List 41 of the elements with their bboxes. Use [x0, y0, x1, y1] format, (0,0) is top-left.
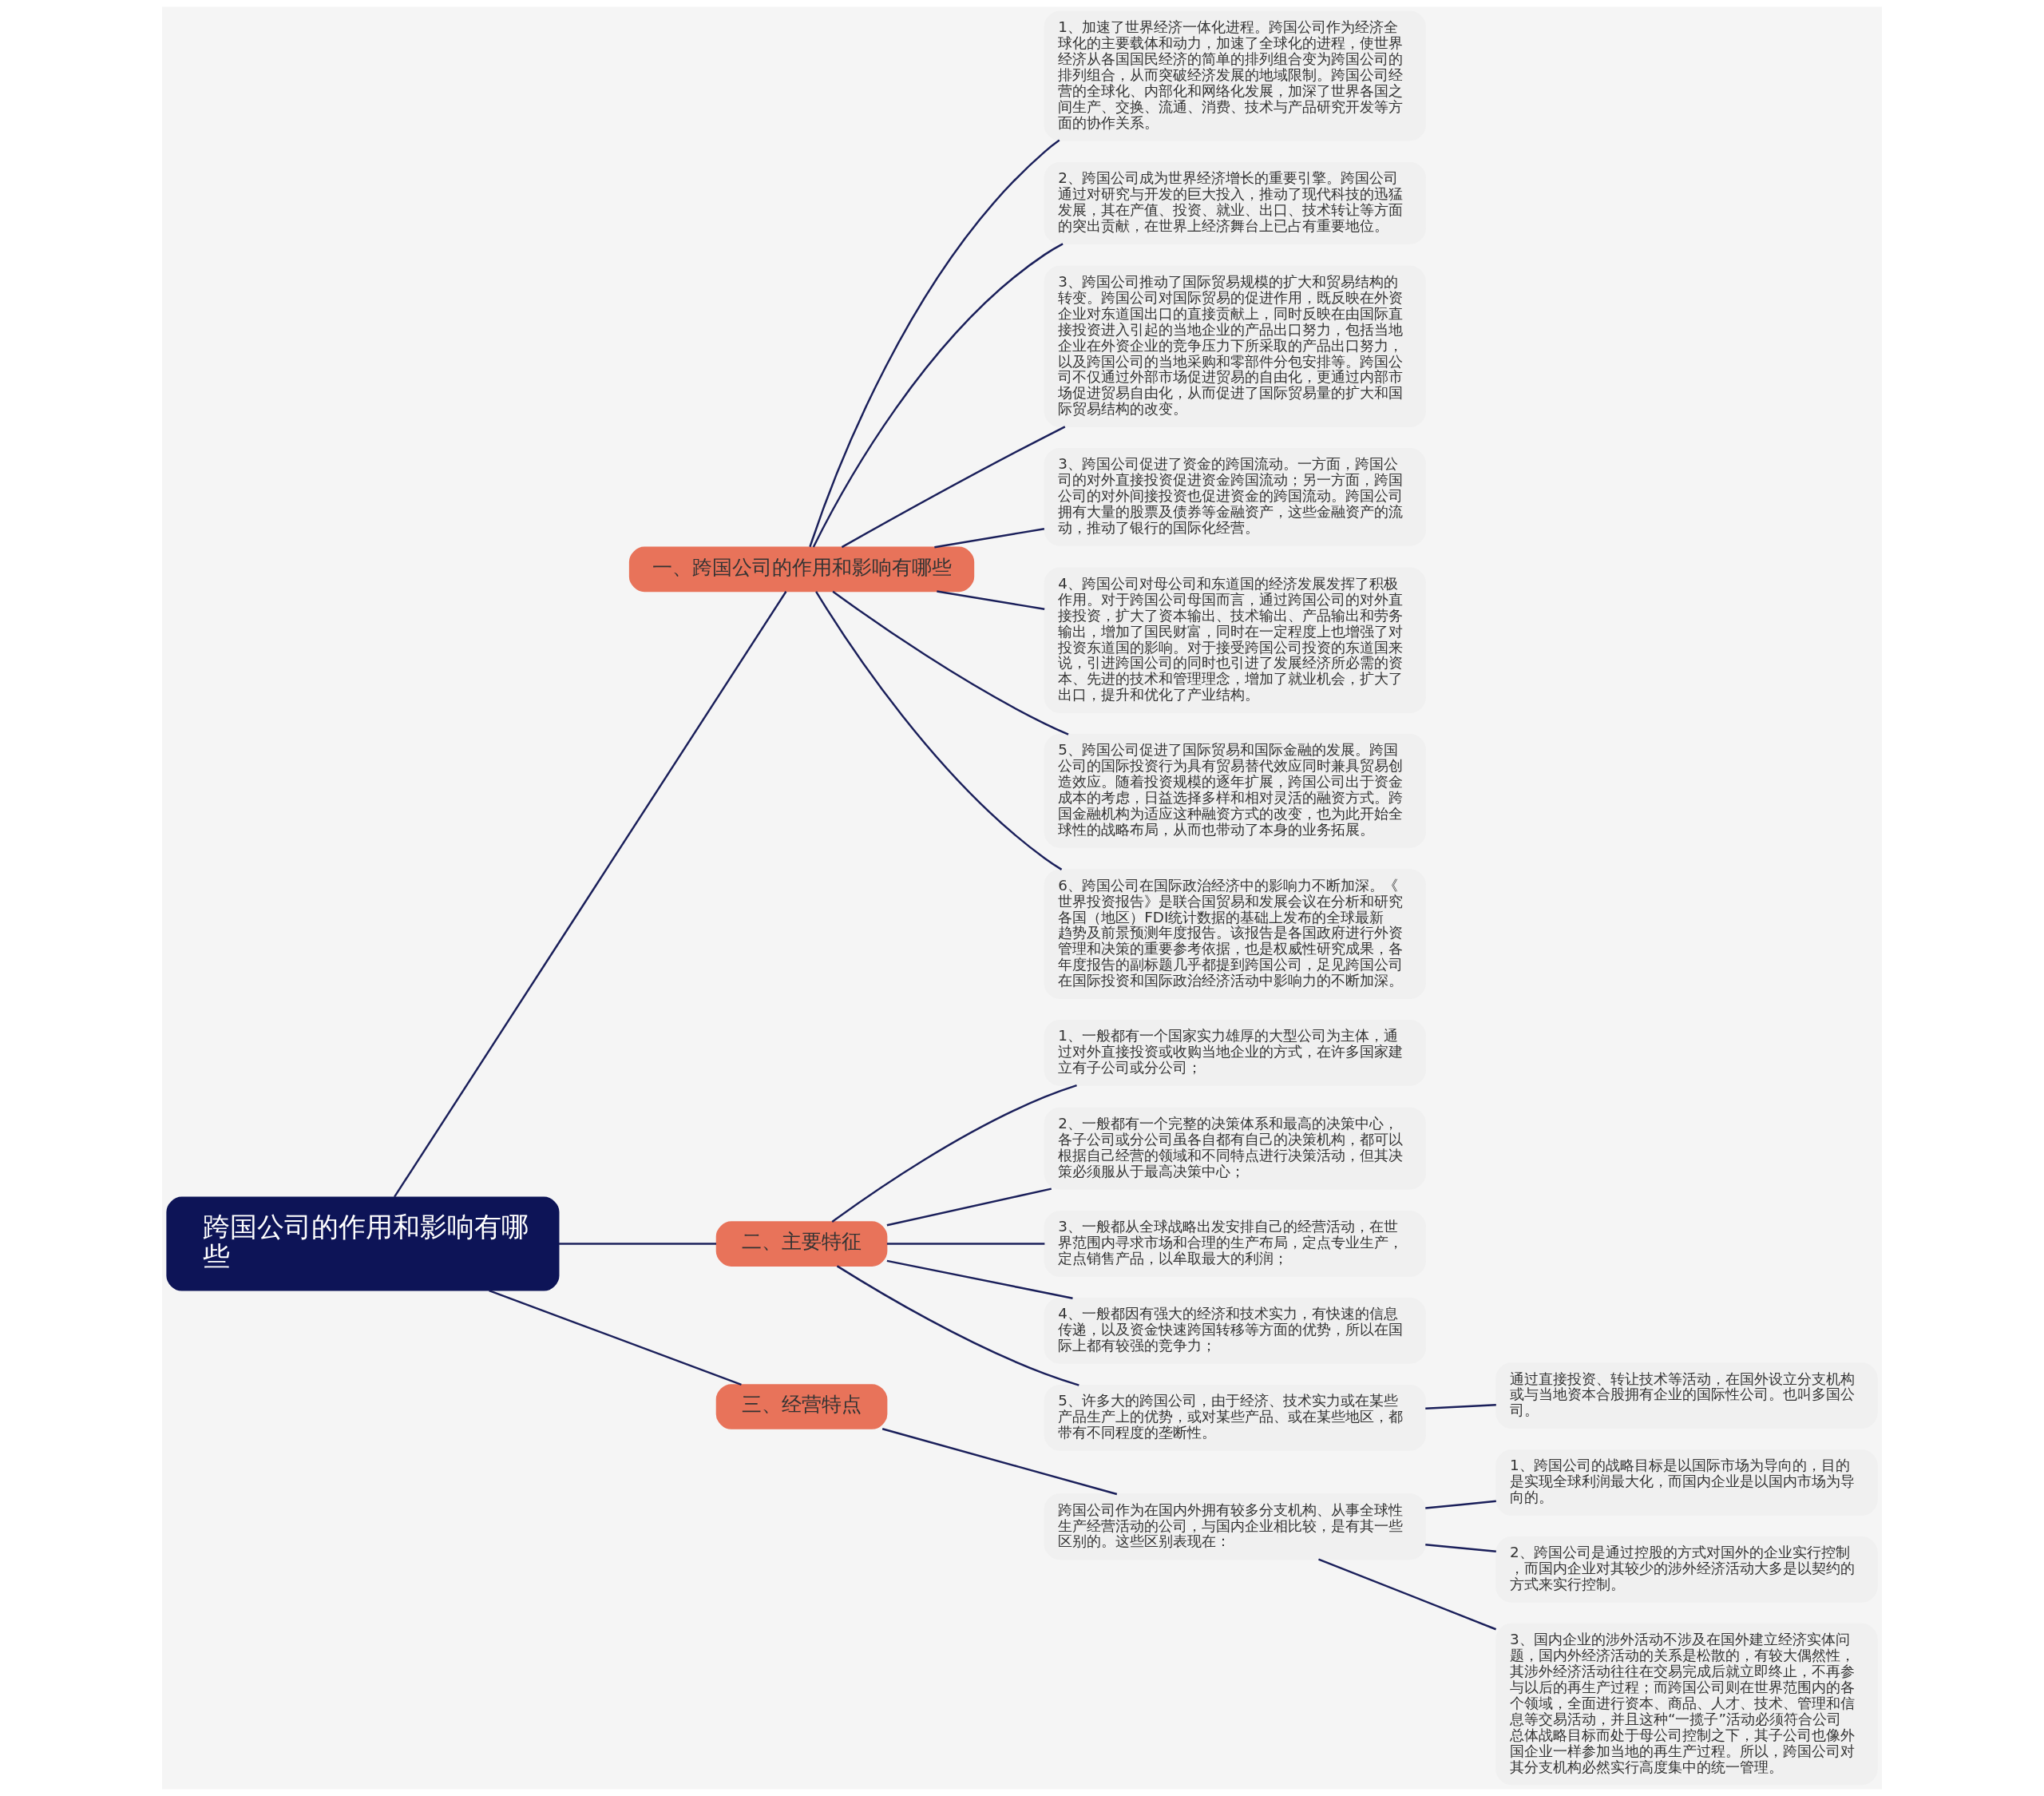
node-text: 6、跨国公司在国际政治经济中的影响力不断加深。《世界投资报告》是联合国贸易和发展会议在分析和研究各国（地区）FDI统计数据的基础上发布的全球最新趋势及前景预测年度报告。该报告是各国政府进行外资管理和决策的重要参考依据，也是权威性研究成果，各年度报告的副标题几乎都提到跨国公司，足见跨国公司在国际投资和国际政治经济活动中影响力的不断加深。	[1058, 876, 1404, 989]
connector	[809, 139, 1060, 548]
node-text: 3、国内企业的涉外活动不涉及在国外建立经济实体问题，国内外经济活动的关系是松散的，有较大偶然性，其涉外经济活动往往在交易完成后就立即终止，不再参与以后的再生产过程；而跨国公司则在世界范围内的各个领域，全面进行资本、商品、人才、技术、管理和信息等交易活动，并且这种“一揽子”活动必须符合公司总体战略目标而处于母公司控制之下，其子公司也像外国企业一样参加当地的再生产过程。所以，跨国公司对其分支机构必然实行高度集中的统一管理。	[1509, 1631, 1855, 1775]
connector	[489, 1289, 742, 1386]
connector	[815, 591, 1063, 870]
node-text: 5、跨国公司促进了国际贸易和国际金融的发展。跨国公司的国际投资行为具有贸易替代效应同时兼具贸易创造效应。随着投资规模的逐年扩展，跨国公司出于资金成本的考虑，日益选择多样和相对灵活的融资方式。跨国金融机构为适应这种融资方式的改变，也为此开始全球性的战略布局，从而也带动了本身的业务拓展。	[1058, 741, 1404, 838]
node-text: 通过直接投资、转让技术等活动，在国外设立分支机构或与当地资本合股拥有企业的国际性公司。也叫多国公司。	[1509, 1370, 1855, 1419]
connector	[1425, 1404, 1496, 1409]
connector	[559, 1243, 716, 1245]
connector	[881, 1428, 1118, 1496]
node-text: 跨国公司作为在国内外拥有较多分支机构、从事全球性生产经营活动的公司，与国内企业相比较，是有其一些区别的。这些区别表现在：	[1058, 1501, 1404, 1550]
connector	[841, 426, 1066, 549]
node-text: 3、跨国公司推动了国际贸易规模的扩大和贸易结构的转变。跨国公司对国际贸易的促进作用，既反映在外资企业对东道国出口的直接贡献上，同时反映在由国际直接投资进入引起的当地企业的产品出口努力，包括当地企业在外资企业的竞争压力下所采取的产品出口努力，以及跨国公司的当地采购和零部件分包安排等。跨国公司不仅通过外部市场促进贸易的自由化，更通过内部市场促进贸易自由化，从而促进了国际贸易量的扩大和国际贸易结构的改变。	[1058, 272, 1404, 418]
node-text: 5、许多大的跨国公司，由于经济、技术实力或在某些产品生产上的优势，或对某些产品、或在某些地区，都带有不同程度的垄断性。	[1058, 1392, 1404, 1441]
connector	[832, 590, 1069, 735]
node-text: 1、一般都有一个国家实力雄厚的大型公司为主体，通过对外直接投资或收购当地企业的方式，在许多国家建立有子公司或分公司；	[1058, 1027, 1404, 1076]
connector	[1425, 1500, 1496, 1509]
node-text: 4、跨国公司对母公司和东道国的经济发展发挥了积极作用。对于跨国公司母国而言，通过跨国公司的对外直接投资，扩大了资本输出、技术输出、产品输出和劳务输出，增加了国民财富，同时在一定程度上也增强了对投资东道国的影响。对于接受跨国公司投资的东道国来说，引进跨国公司的同时也引进了发展经济所必需的资本、先进的技术和管理理念，增加了就业机会，扩大了出口，提升和优化了产业结构。	[1058, 574, 1404, 704]
node-text: 1、加速了世界经济一体化进程。跨国公司作为经济全球化的主要载体和动力，加速了全球化的进程，使世界经济从各国国民经济的简单的排列组合变为跨国公司的排列组合，从而突破经济发展的地域限制。跨国公司经营的全球化、内部化和网络化发展，加深了世界各国之间生产、交换、流通、消费、技术与产品研究开发等方面的协作关系。	[1058, 18, 1404, 131]
connector	[812, 243, 1064, 548]
connector	[937, 590, 1045, 610]
node-box: 二、主要特征	[715, 1221, 888, 1267]
node-box: 一、跨国公司的作用和影响有哪些	[628, 546, 975, 593]
connector	[1425, 1544, 1496, 1552]
node-text: 3、一般都从全球战略出发安排自己的经营活动，在世界范围内寻求市场和合理的生产布局，定点专业生产，定点销售产品，以牟取最大的利润；	[1058, 1218, 1404, 1267]
node-text: 2、跨国公司成为世界经济增长的重要引擎。跨国公司通过对研究与开发的巨大投入，推动了现代科技的迅猛发展，其在产值、投资、就业、出口、技术转让等方面的突出贡献，在世界上经济舞台上已占有重要地位。	[1058, 169, 1404, 235]
node-text: 3、跨国公司促进了资金的跨国流动。一方面，跨国公司的对外直接投资促进资金跨国流动；另一方面，跨国公司的对外间接投资也促进资金的跨国流动。跨国公司拥有大量的股票及债券等金融资产，这些金融资产的流动，推动了银行的国际化经营。	[1058, 455, 1404, 537]
node-box: 三、经营特点	[715, 1384, 888, 1429]
connector	[1318, 1558, 1497, 1631]
node-box: 跨国公司的作用和影响有哪些	[166, 1196, 560, 1291]
node-text: 2、一般都有一个完整的决策体系和最高的决策中心，各子公司或分公司虽各自都有自己的决策机构，都可以根据自己经营的领域和不同特点进行决策活动，但其决策必须服从于最高决策中心；	[1058, 1114, 1404, 1179]
connector	[393, 591, 787, 1198]
node-text: 4、一般都因有强大的经济和技术实力，有快速的信息传递，以及资金快速跨国转移等方面的优势，所以在国际上都有较强的竞争力；	[1058, 1305, 1404, 1354]
connector	[836, 1265, 1079, 1386]
connector	[934, 528, 1045, 549]
node-text: 1、跨国公司的战略目标是以国际市场为导向的，目的是实现全球利润最大化，而国内企业是以国内市场为导向的。	[1509, 1457, 1855, 1506]
connector	[886, 1259, 1073, 1299]
connector	[886, 1243, 1045, 1245]
connector	[831, 1084, 1077, 1223]
node-text: 2、跨国公司是通过控股的方式对国外的企业实行控制，而国内企业对其较少的涉外经济活动大多是以契约的方式来实行控制。	[1509, 1544, 1855, 1593]
connector	[886, 1187, 1052, 1227]
